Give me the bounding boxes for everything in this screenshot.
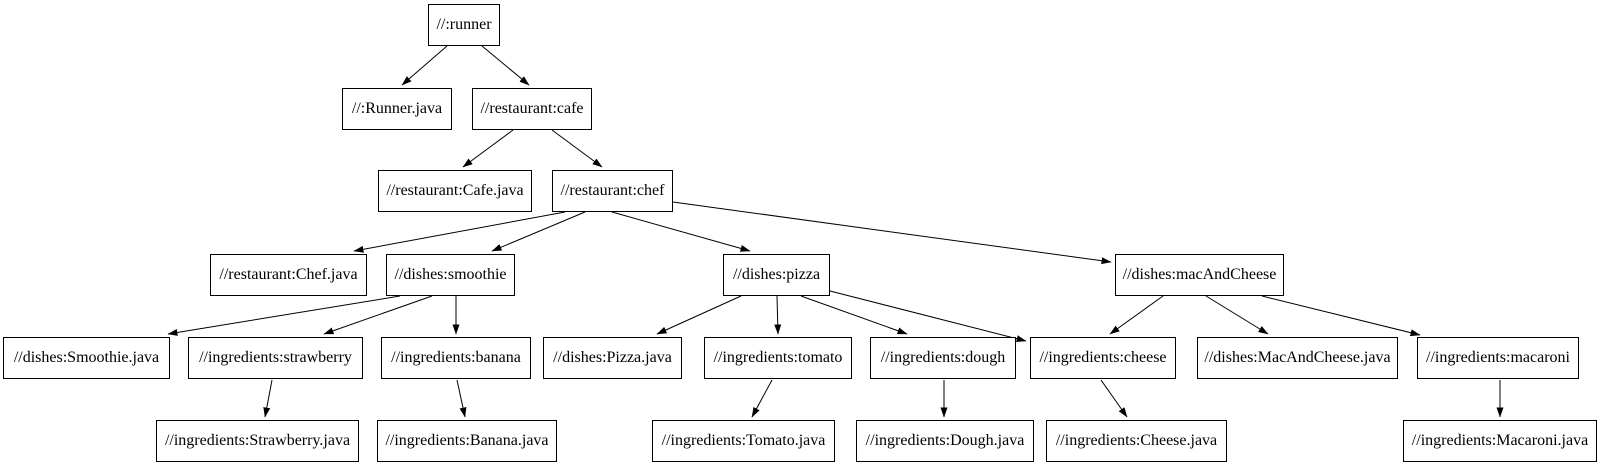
node-banana: //ingredients:banana [381,337,531,379]
node-chef-java: //restaurant:Chef.java [210,254,367,296]
node-strawberry-java: //ingredients:Strawberry.java [156,420,359,462]
node-dough: //ingredients:dough [870,337,1016,379]
node-runner: //:runner [428,4,500,46]
node-chef: //restaurant:chef [552,170,673,212]
edge-mac-and-cheese-to-macaroni [1261,295,1421,337]
node-macaroni: //ingredients:macaroni [1417,337,1579,379]
edge-cafe-to-cafe-java [462,129,514,168]
edge-smoothie-to-smoothie-java [167,295,401,336]
node-pizza: //dishes:pizza [723,254,830,296]
node-macaroni-java: //ingredients:Macaroni.java [1403,420,1597,462]
node-tomato: //ingredients:tomato [704,337,852,379]
node-pizza-java: //dishes:Pizza.java [543,337,682,379]
edge-cafe-to-chef [551,129,603,168]
edge-cheese-to-cheese-java [1100,379,1128,418]
node-mac-and-cheese: //dishes:macAndCheese [1115,254,1284,296]
edge-tomato-to-tomato-java [751,379,773,418]
edge-pizza-to-dough [800,295,908,335]
edge-chef-to-pizza [611,211,751,252]
edge-chef-to-chef-java [353,211,566,253]
edge-chef-to-mac-and-cheese [672,201,1112,265]
edge-strawberry-to-strawberry-java [263,379,273,418]
node-cheese-java: //ingredients:Cheese.java [1046,420,1227,462]
node-smoothie-java: //dishes:Smoothie.java [3,337,170,379]
node-dough-java: //ingredients:Dough.java [856,420,1034,462]
edge-pizza-to-tomato [774,295,782,335]
edge-pizza-to-cheese [829,290,1027,343]
node-cheese: //ingredients:cheese [1030,337,1176,379]
edge-runner-to-cafe [481,45,530,86]
edge-mac-and-cheese-to-mac-and-cheese-java [1205,295,1269,335]
node-strawberry: //ingredients:strawberry [188,337,363,379]
edge-smoothie-to-strawberry [323,295,433,335]
node-tomato-java: //ingredients:Tomato.java [652,420,835,462]
node-mac-and-cheese-java: //dishes:MacAndCheese.java [1197,337,1398,379]
edge-runner-to-runner-java [401,45,448,86]
edge-pizza-to-pizza-java [656,295,742,335]
node-cafe-java: //restaurant:Cafe.java [378,170,532,212]
node-banana-java: //ingredients:Banana.java [377,420,557,462]
edge-chef-to-smoothie [491,211,586,252]
node-smoothie: //dishes:smoothie [386,254,515,296]
node-cafe: //restaurant:cafe [472,88,592,130]
edge-banana-to-banana-java [456,379,467,418]
node-runner-java: //:Runner.java [342,88,452,130]
edge-mac-and-cheese-to-cheese [1109,295,1164,335]
